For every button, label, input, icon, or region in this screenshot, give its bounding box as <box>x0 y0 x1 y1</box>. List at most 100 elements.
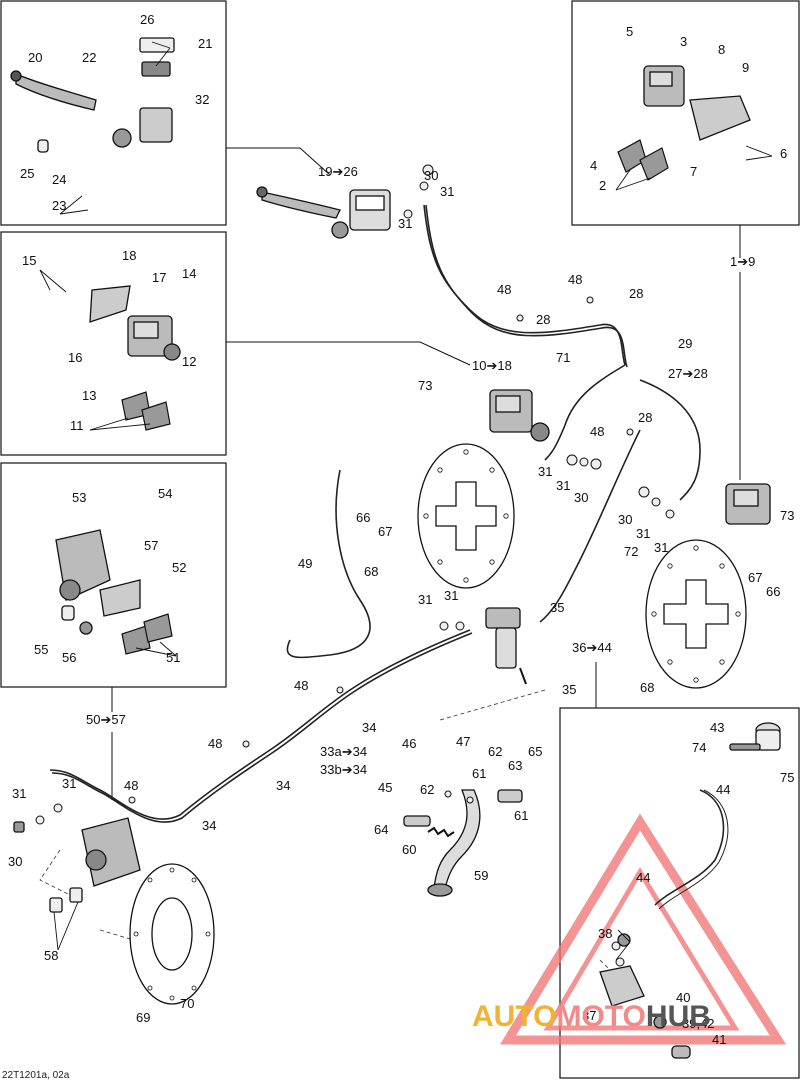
part-label: 34 <box>276 778 290 793</box>
part-label: 30 <box>618 512 632 527</box>
part-label: 6 <box>780 146 787 161</box>
watermark-part2: MOTO <box>556 1000 646 1033</box>
part-label: 48 <box>208 736 222 751</box>
part-label: 24 <box>52 172 66 187</box>
part-label: 30 <box>8 854 22 869</box>
part-label: 55 <box>34 642 48 657</box>
part-label: 37 <box>582 1008 596 1023</box>
part-label: 48 <box>294 678 308 693</box>
part-label: 47 <box>456 734 470 749</box>
rear-caliper-inset <box>55 529 141 635</box>
rear-caliper-main <box>13 817 141 913</box>
part-label: 33a➔34 <box>320 744 367 759</box>
part-label: 52 <box>172 560 186 575</box>
part-label: 2 <box>599 178 606 193</box>
disc-holes <box>133 449 741 1001</box>
part-label: 67 <box>748 570 762 585</box>
part-label: 5 <box>626 24 633 39</box>
label-lines <box>39 41 773 961</box>
brake-discs <box>129 443 747 1005</box>
part-label: 30 <box>574 490 588 505</box>
part-label: 28 <box>629 286 643 301</box>
part-label: 64 <box>374 822 388 837</box>
part-label: 73 <box>780 508 794 523</box>
part-label: 48 <box>124 778 138 793</box>
part-label: 13 <box>82 388 96 403</box>
part-label: 72 <box>624 544 638 559</box>
part-label: 31 <box>62 776 76 791</box>
part-label: 11 <box>70 418 84 433</box>
front-calipers <box>89 65 771 525</box>
part-label: 25 <box>20 166 34 181</box>
part-label: 31 <box>398 216 412 231</box>
brake-pads <box>121 139 669 655</box>
part-label: 33b➔34 <box>320 762 367 777</box>
part-label: 35 <box>562 682 576 697</box>
part-label: 31 <box>440 184 454 199</box>
brake-junction <box>485 607 527 685</box>
part-label: 29 <box>678 336 692 351</box>
inset-front-right-caliper <box>571 0 800 226</box>
part-label: 75 <box>780 770 794 785</box>
watermark-part3: HUB <box>645 1000 711 1033</box>
part-label: 44 <box>716 782 730 797</box>
part-label: 4 <box>590 158 597 173</box>
part-label: 61 <box>514 808 528 823</box>
part-label: 34 <box>202 818 216 833</box>
part-label: 56 <box>62 650 76 665</box>
brake-pedal <box>403 789 523 897</box>
part-label: 34 <box>362 720 376 735</box>
part-label: 31 <box>538 464 552 479</box>
part-label: 63 <box>508 758 522 773</box>
part-label: 45 <box>378 780 392 795</box>
part-label: 43 <box>710 720 724 735</box>
part-label: 67 <box>378 524 392 539</box>
part-label: 31 <box>636 526 650 541</box>
part-label: 46 <box>402 736 416 751</box>
part-label: 66 <box>766 584 780 599</box>
figure-code: 22T1201a, 02a <box>2 1070 70 1081</box>
part-label: 28 <box>638 410 652 425</box>
watermark-triangle <box>500 813 787 1045</box>
part-label: 18 <box>122 248 136 263</box>
lever-inset <box>10 37 175 153</box>
part-label: 60 <box>402 842 416 857</box>
part-label: 22 <box>82 50 96 65</box>
part-label: 48 <box>497 282 511 297</box>
part-label: 48 <box>568 272 582 287</box>
part-label: 66 <box>356 510 370 525</box>
part-label: 30 <box>424 168 438 183</box>
part-label: 27➔28 <box>668 366 708 381</box>
part-label: 23 <box>52 198 66 213</box>
part-label: 19➔26 <box>318 164 358 179</box>
part-label: 10➔18 <box>472 358 512 373</box>
part-label: 40 <box>676 990 690 1005</box>
part-label: 31 <box>654 540 668 555</box>
part-label: 53 <box>72 490 86 505</box>
rear-master-cylinder <box>599 722 781 1059</box>
hardware <box>35 164 675 967</box>
front-master-cylinder <box>256 186 391 239</box>
part-label: 61 <box>472 766 486 781</box>
part-label: 1➔9 <box>730 254 755 269</box>
part-label: 31 <box>556 478 570 493</box>
part-label: 17 <box>152 270 166 285</box>
watermark-text: AUTOMOTOHUB <box>472 1000 711 1034</box>
part-label: 62 <box>420 782 434 797</box>
part-label: 26 <box>140 12 154 27</box>
part-label: 74 <box>692 740 706 755</box>
part-label: 12 <box>182 354 196 369</box>
part-label: 54 <box>158 486 172 501</box>
part-label: 14 <box>182 266 196 281</box>
part-label: 31 <box>418 592 432 607</box>
part-label: 71 <box>556 350 570 365</box>
inset-rear-master-cylinder <box>559 707 800 1079</box>
part-label: 16 <box>68 350 82 365</box>
part-label: 70 <box>180 996 194 1011</box>
part-label: 41 <box>712 1032 726 1047</box>
inset-front-master-cylinder <box>0 0 227 226</box>
inset-leaders <box>111 147 741 800</box>
part-label: 51 <box>166 650 180 665</box>
